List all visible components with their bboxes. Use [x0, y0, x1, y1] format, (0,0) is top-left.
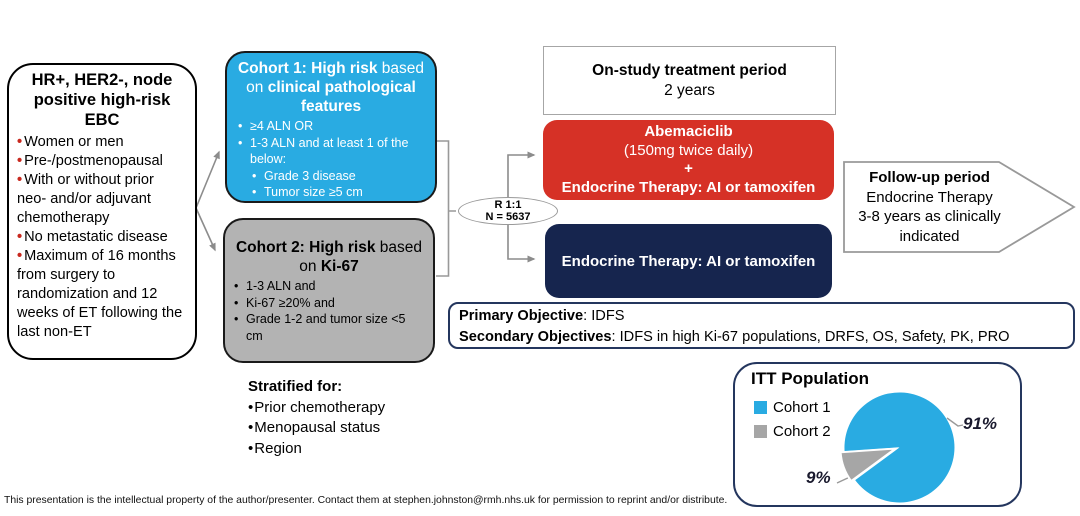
bullet-dot: • — [17, 229, 23, 245]
pie-slice-cohort-1 — [844, 392, 955, 503]
cohort1-bullet: •1-3 ALN and at least 1 of the below: — [238, 135, 409, 167]
followup-arrow-shape — [843, 161, 1076, 253]
secondary-objectives: Secondary Objectives: IDFS in high Ki-67… — [459, 328, 1010, 345]
eligibility-bullet: •Pre-/postmenopausal — [17, 153, 163, 169]
followup-title: Follow-up period — [869, 169, 990, 186]
eligibility-bullet: •Maximum of 16 months from surgery to ra… — [17, 248, 183, 340]
bullet-dot: • — [17, 134, 23, 150]
abemaciclib-arm-box: Abemaciclib (150mg twice daily) + Endocr… — [543, 120, 834, 200]
stratification-heading: Stratified for: — [248, 378, 343, 395]
leader-line-91 — [946, 417, 964, 427]
pie-slice-cohort-2 — [839, 447, 899, 483]
bullet-dot: • — [234, 295, 239, 310]
pie-legend: Cohort 1 Cohort 2 — [754, 395, 831, 443]
footer-note: This presentation is the intellectual pr… — [4, 495, 728, 506]
pie-chart — [836, 392, 964, 503]
legend-swatch-icon — [754, 400, 767, 414]
eligibility-bullet: •With or without prior neo- and/or adjuv… — [17, 172, 154, 226]
bullet-dot: • — [17, 248, 23, 264]
cohort2-bullet: •1-3 ALN and — [234, 279, 316, 293]
bullet-dot: • — [17, 172, 23, 188]
itt-population-box: ITT Population Cohort 1 Cohort 2 91% 9% — [733, 362, 1022, 507]
stratification-bullet: •Menopausal status — [248, 419, 381, 436]
cohort2-bullet: •Ki-67 ≥20% and — [234, 295, 335, 310]
cohort1-box: Cohort 1: High risk based on clinical pa… — [225, 51, 437, 203]
followup-text: Follow-up period Endocrine Therapy 3-8 y… — [848, 168, 1011, 246]
stratification-bullet: •Region — [248, 439, 302, 457]
cohort2-title: Cohort 2: High risk based on Ki-67 — [235, 239, 423, 275]
eligibility-title: HR+, HER2-, node positive high-risk EBC — [31, 71, 173, 129]
cohort1-bullet: •≥4 ALN OR — [238, 119, 314, 133]
bullet-dot: • — [17, 153, 23, 169]
control-arm-box: Endocrine Therapy: AI or tamoxifen — [545, 224, 832, 298]
primary-objective: Primary Objective: IDFS — [459, 308, 625, 324]
bullet-dot: • — [234, 279, 239, 293]
stratification-note: Stratified for: •Prior chemotherapy •Men… — [248, 377, 385, 459]
legend-swatch-icon — [754, 424, 767, 438]
objectives-box: Primary Objective: IDFS Secondary Object… — [448, 302, 1075, 349]
stratification-bullet: •Prior chemotherapy — [248, 398, 386, 416]
treatment-period-title: On-study treatment period — [592, 61, 787, 79]
bullet-dot: • — [252, 168, 257, 183]
treatment-period-box: On-study treatment period 2 years — [543, 46, 836, 115]
bullet-dot: • — [248, 398, 254, 416]
itt-title: ITT Population — [751, 369, 870, 388]
abemaciclib-dose: (150mg twice daily) — [623, 141, 754, 159]
cohort1-sub-bullet: •Tumor size ≥5 cm — [252, 185, 363, 199]
cohort2-box: Cohort 2: High risk based on Ki-67 •1-3 … — [223, 218, 435, 363]
randomization-ratio: R 1:1 — [494, 199, 522, 211]
eligibility-bullet: •No metastatic disease — [17, 229, 168, 245]
control-arm-label: Endocrine Therapy: AI or tamoxifen — [561, 252, 816, 270]
bullet-dot: • — [234, 312, 239, 326]
cohort1-sub-bullet: •Grade 3 disease — [252, 168, 356, 183]
pie-label-cohort1: 91% — [963, 414, 998, 433]
randomization-n: N = 5637 — [485, 211, 531, 223]
legend-item-cohort1: Cohort 1 — [754, 395, 831, 419]
bullet-dot: • — [238, 135, 243, 150]
plus-sign: + — [684, 160, 693, 177]
treatment-period-duration: 2 years — [664, 81, 715, 99]
abemaciclib-et: Endocrine Therapy: AI or tamoxifen — [561, 178, 816, 196]
randomization-oval: R 1:1 N = 5637 — [458, 197, 558, 225]
bullet-dot: • — [248, 419, 254, 436]
cohort2-bullet: •Grade 1-2 and tumor size <5 cm — [234, 312, 406, 343]
cohort1-title: Cohort 1: High risk based on clinical pa… — [237, 60, 425, 115]
bullet-dot: • — [238, 119, 243, 133]
pie-label-cohort2: 9% — [806, 468, 831, 487]
bullet-dot: • — [248, 439, 254, 457]
legend-item-cohort2: Cohort 2 — [754, 419, 831, 443]
eligibility-box: HR+, HER2-, node positive high-risk EBC … — [7, 63, 197, 360]
bullet-dot: • — [252, 185, 257, 199]
eligibility-bullet: •Women or men — [17, 134, 124, 150]
abemaciclib-name: Abemaciclib — [644, 123, 733, 140]
